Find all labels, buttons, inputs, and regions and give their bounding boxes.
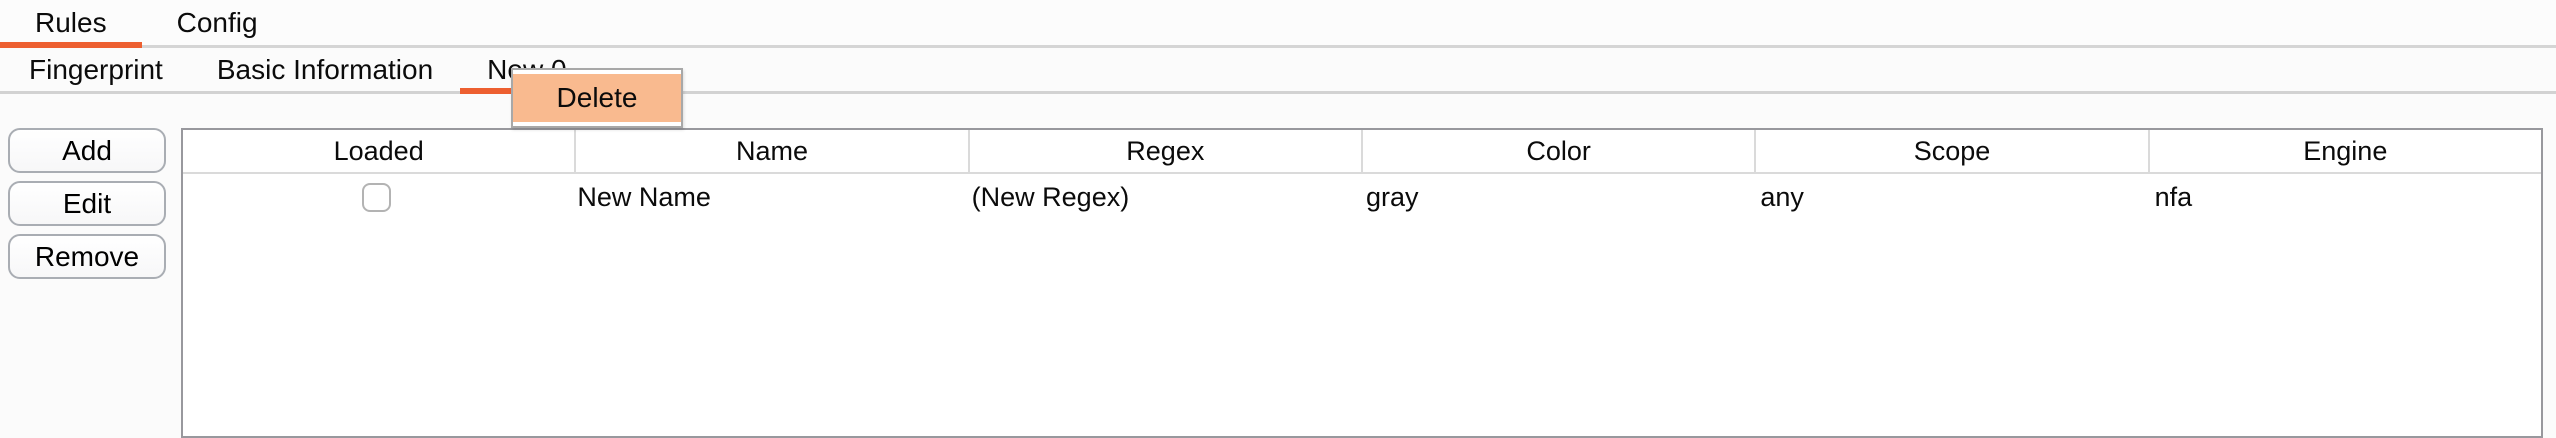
tab-config[interactable]: Config (142, 0, 293, 45)
tab-config-label: Config (176, 6, 258, 38)
primary-tabbar: Rules Config (0, 0, 2556, 48)
cell-regex: (New Regex) (971, 182, 1130, 212)
column-header-loaded[interactable]: Loaded (183, 130, 577, 172)
tab-basic-information-label: Basic Information (216, 53, 434, 85)
column-header-engine[interactable]: Engine (2303, 135, 2388, 166)
add-button[interactable]: Add (8, 128, 166, 173)
column-header-color[interactable]: Color (1363, 130, 1757, 172)
menu-item-delete[interactable]: Delete (513, 74, 681, 122)
cell-scope: any (1760, 182, 1804, 212)
rules-page: Add Edit Remove Loaded Name Regex Color … (0, 94, 2556, 438)
cell-color: gray (1365, 182, 1419, 212)
context-menu: Delete (511, 68, 683, 128)
tab-basic-information[interactable]: Basic Information (190, 48, 460, 91)
cell-loaded (183, 183, 569, 212)
edit-button[interactable]: Edit (8, 181, 166, 226)
column-header-scope[interactable]: Scope (1756, 130, 2150, 172)
rules-table: Loaded Name Regex Color Scope Engine New… (181, 128, 2543, 438)
tab-rules[interactable]: Rules (0, 0, 142, 48)
cell-engine: nfa (2154, 182, 2193, 212)
tab-fingerprint-label: Fingerprint (29, 53, 163, 85)
table-row[interactable]: New Name (New Regex) gray any nfa (183, 174, 2541, 221)
loaded-checkbox[interactable] (361, 183, 391, 212)
secondary-tabbar: Fingerprint Basic Information New 0 (0, 48, 2556, 94)
column-header-regex[interactable]: Regex (970, 130, 1363, 172)
table-action-buttons: Add Edit Remove (8, 128, 166, 279)
table-header-row: Loaded Name Regex Color Scope Engine (183, 130, 2541, 174)
cell-name: New Name (577, 182, 711, 212)
remove-button[interactable]: Remove (8, 234, 166, 279)
column-header-name[interactable]: Name (576, 130, 970, 172)
tab-fingerprint[interactable]: Fingerprint (2, 48, 190, 91)
tab-rules-label: Rules (35, 6, 107, 38)
